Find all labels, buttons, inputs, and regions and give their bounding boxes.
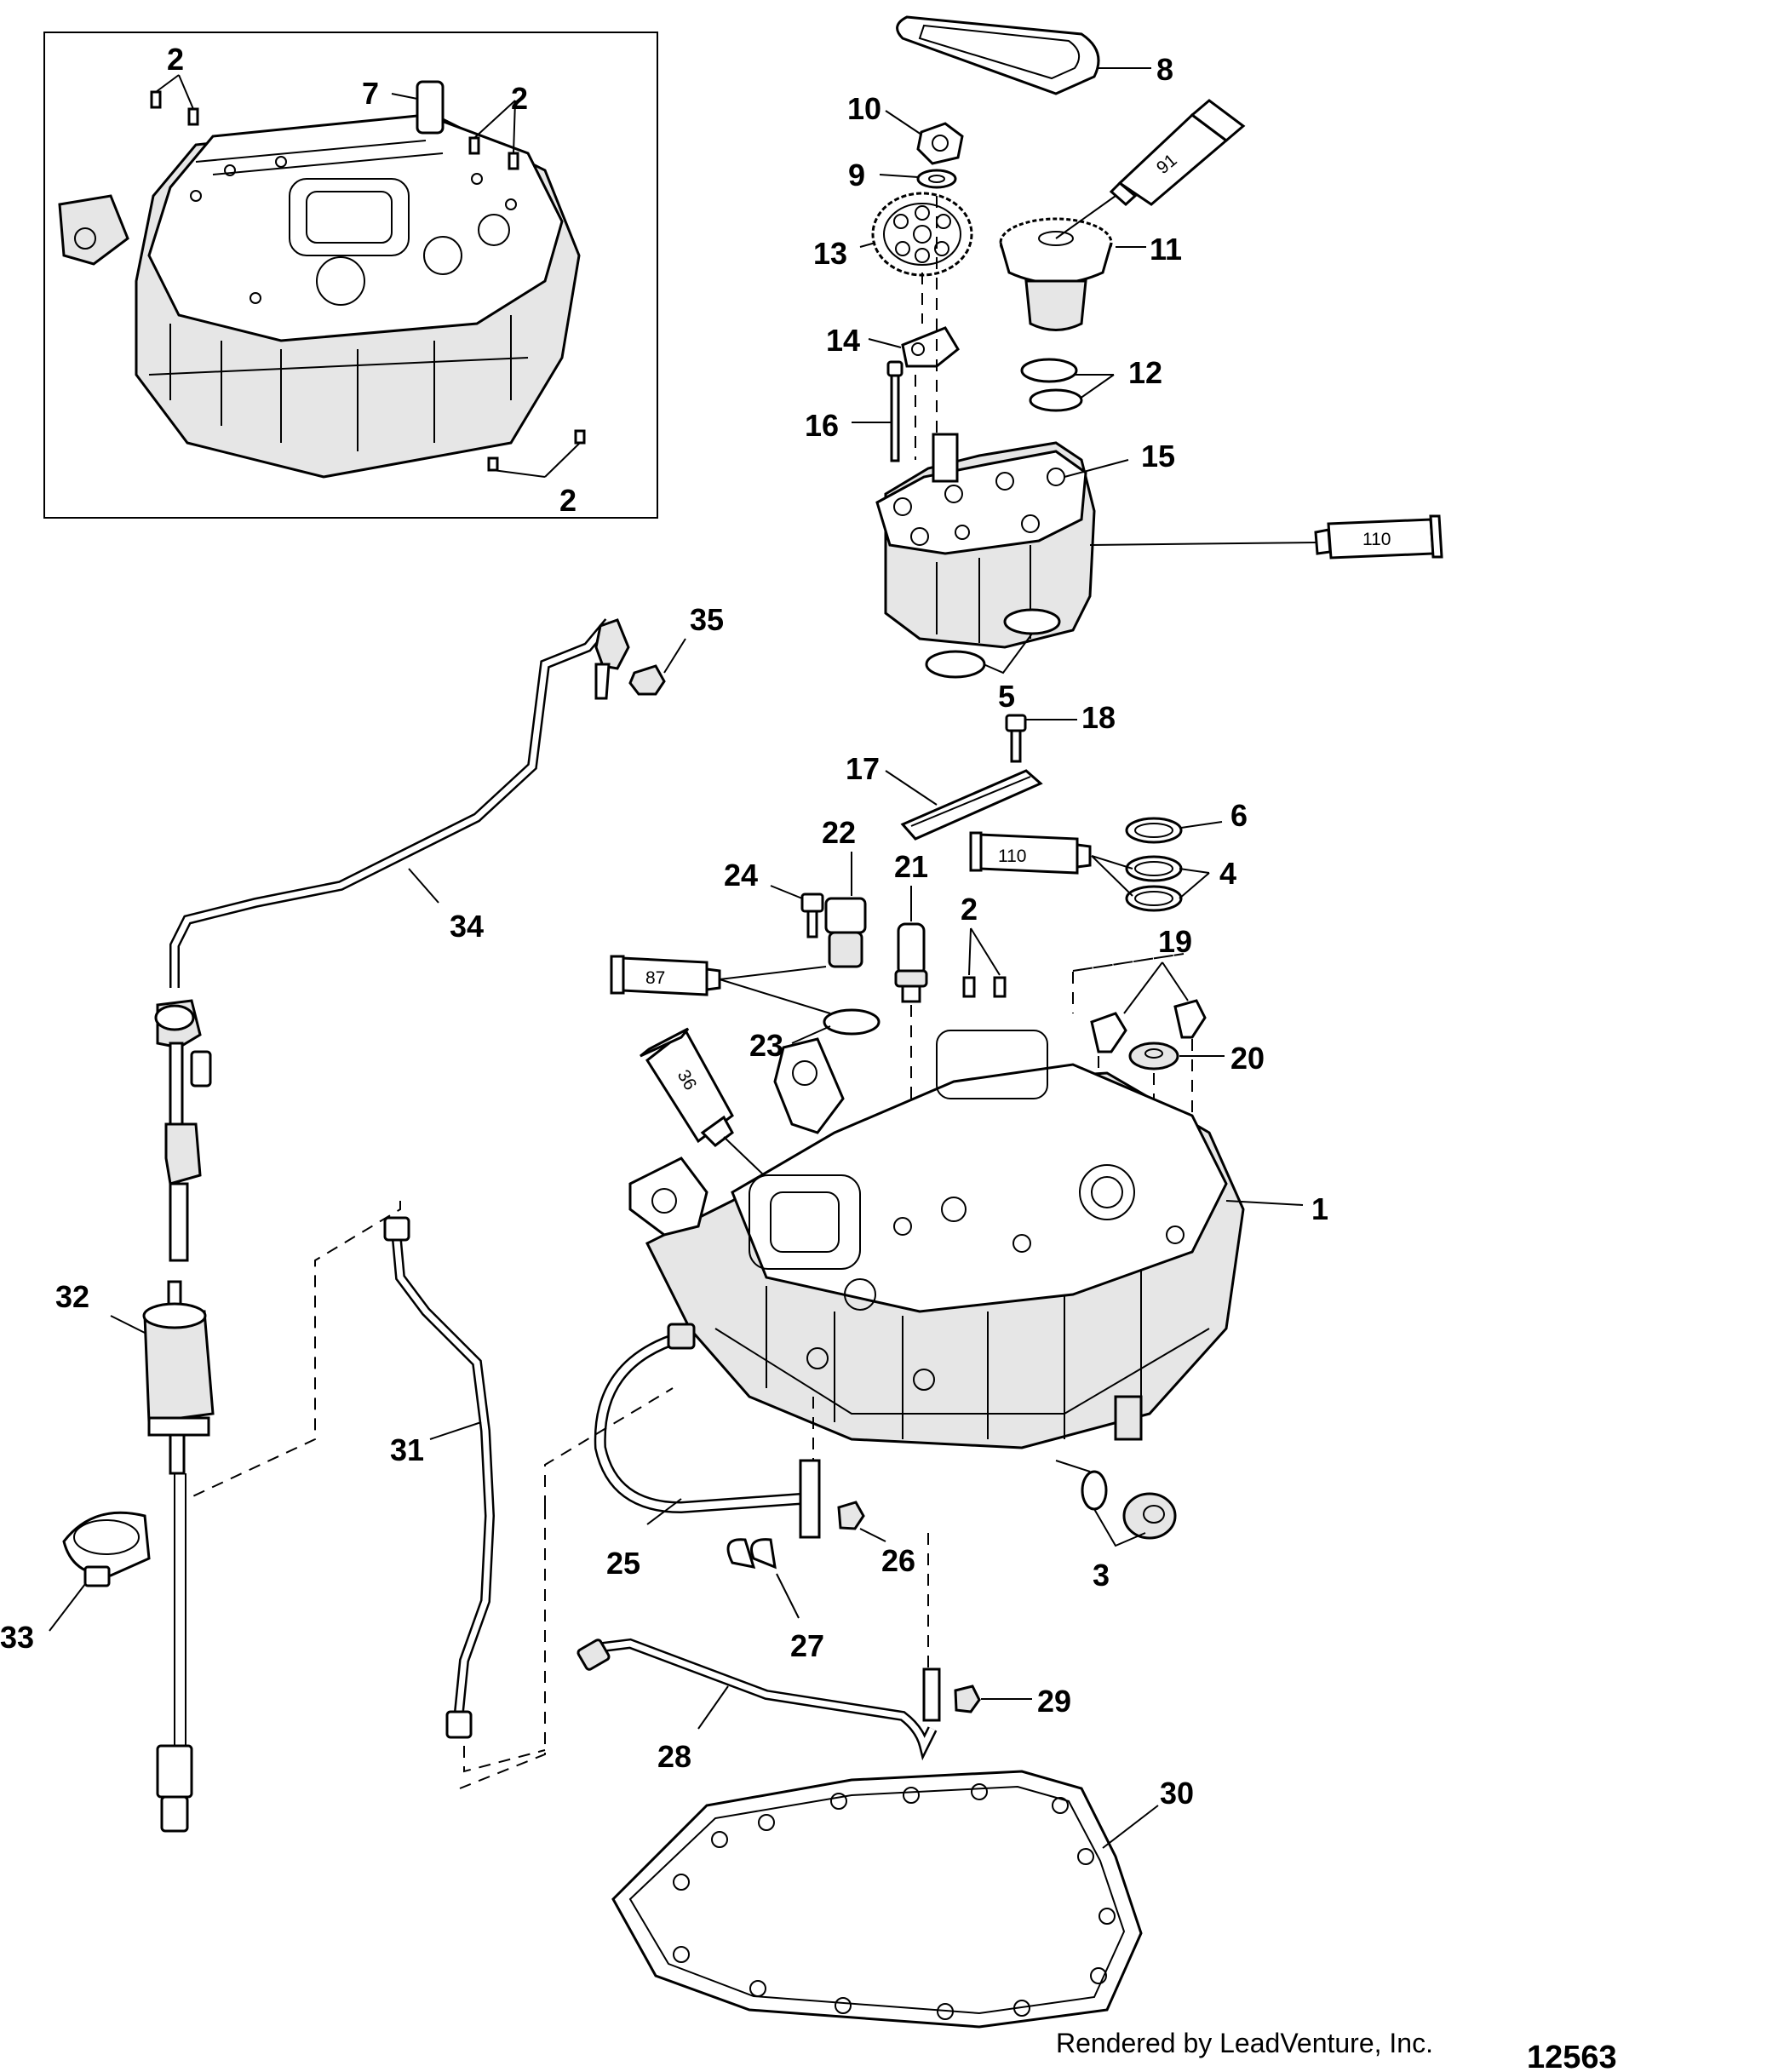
part-6-seal	[1125, 817, 1183, 844]
part-21-sensor	[894, 922, 928, 1003]
label-2-inset-top-left: 2	[167, 42, 184, 77]
part-91-tube: 91	[1109, 99, 1246, 207]
label-27: 27	[790, 1628, 824, 1663]
label-30: 30	[1160, 1776, 1194, 1811]
part-2-dowel-center	[962, 976, 1007, 998]
part-34-hose	[169, 618, 630, 988]
label-3: 3	[1093, 1558, 1110, 1593]
part-32-fuel-filter	[142, 1280, 215, 1833]
label-24: 24	[724, 858, 758, 893]
part-17-cover-plate	[900, 769, 1043, 841]
part-18-bolt	[1005, 714, 1027, 763]
document-number: 12563	[1527, 2040, 1617, 2072]
part-22-fitting	[824, 897, 867, 968]
label-14: 14	[826, 323, 860, 358]
part-28-hose	[577, 1638, 941, 1761]
part-14-bracket	[901, 326, 960, 368]
label-18: 18	[1081, 700, 1116, 735]
label-5: 5	[998, 679, 1015, 714]
part-16-bolt	[886, 360, 903, 462]
part-110-tube-upper: 110	[1314, 514, 1443, 560]
label-34: 34	[450, 909, 484, 944]
label-35: 35	[690, 602, 724, 637]
label-31: 31	[390, 1432, 424, 1467]
part-11-gear-shaft	[999, 217, 1113, 331]
part-19-valves	[1090, 999, 1207, 1053]
label-9: 9	[848, 158, 865, 192]
part-110-tube-lower: 110	[969, 831, 1092, 875]
label-19: 19	[1158, 924, 1192, 959]
tube-110-lower-label: 110	[998, 847, 1026, 866]
label-33: 33	[0, 1620, 34, 1655]
part-34-connector-assembly	[154, 999, 212, 1262]
label-13: 13	[813, 236, 847, 271]
part-33-clamp	[62, 1511, 151, 1587]
label-23: 23	[749, 1028, 783, 1063]
label-8: 8	[1156, 52, 1173, 87]
footer-credit: Rendered by LeadVenture, Inc.	[1056, 2028, 1433, 2058]
label-17: 17	[846, 751, 880, 786]
part-20-grommet	[1128, 1042, 1179, 1070]
part-29-nut	[954, 1685, 981, 1713]
label-10: 10	[847, 91, 881, 126]
part-24-bolt	[800, 893, 824, 938]
part-26-nut	[837, 1501, 865, 1530]
part-13-sprocket	[871, 192, 973, 277]
part-30-gasket	[611, 1770, 1143, 2029]
part-31-hose	[383, 1216, 496, 1739]
label-16: 16	[805, 408, 839, 443]
part-15-oil-pump	[875, 433, 1096, 649]
part-9-washer	[916, 169, 957, 189]
label-1: 1	[1311, 1191, 1328, 1226]
inset-housing	[58, 113, 581, 479]
label-20: 20	[1230, 1041, 1265, 1076]
label-2-center: 2	[961, 892, 978, 927]
label-2-inset-bottom: 2	[559, 483, 577, 518]
inset-box: 2 7 2 2	[43, 32, 658, 519]
part-25-hose	[594, 1323, 821, 1539]
label-7: 7	[362, 76, 379, 111]
part-23-oring	[823, 1008, 881, 1036]
part-36-tube: 36	[640, 1027, 734, 1147]
part-12-orings	[1020, 358, 1083, 412]
part-87-tube: 87	[610, 955, 721, 996]
label-22: 22	[822, 815, 856, 850]
label-11: 11	[1150, 232, 1182, 267]
label-21: 21	[894, 849, 928, 884]
label-28: 28	[657, 1739, 691, 1774]
part-27-clips	[726, 1538, 777, 1570]
tube-110-upper-label: 110	[1362, 530, 1391, 549]
label-15: 15	[1141, 439, 1175, 474]
label-26: 26	[881, 1543, 915, 1578]
part-10-nut	[916, 122, 964, 165]
part-1-main-housing	[628, 1030, 1245, 1449]
part-35-cap	[628, 664, 666, 696]
part-4-seals	[1125, 855, 1183, 912]
label-29: 29	[1037, 1684, 1071, 1719]
label-25: 25	[606, 1546, 640, 1581]
label-32: 32	[55, 1279, 89, 1314]
label-4: 4	[1219, 856, 1236, 891]
label-2-inset-top-right: 2	[511, 81, 528, 116]
label-6: 6	[1230, 798, 1248, 833]
part-8-belt	[896, 15, 1100, 95]
label-12: 12	[1128, 355, 1162, 390]
part-3-plug-oring	[1081, 1470, 1177, 1540]
tube-87-label: 87	[645, 968, 665, 988]
